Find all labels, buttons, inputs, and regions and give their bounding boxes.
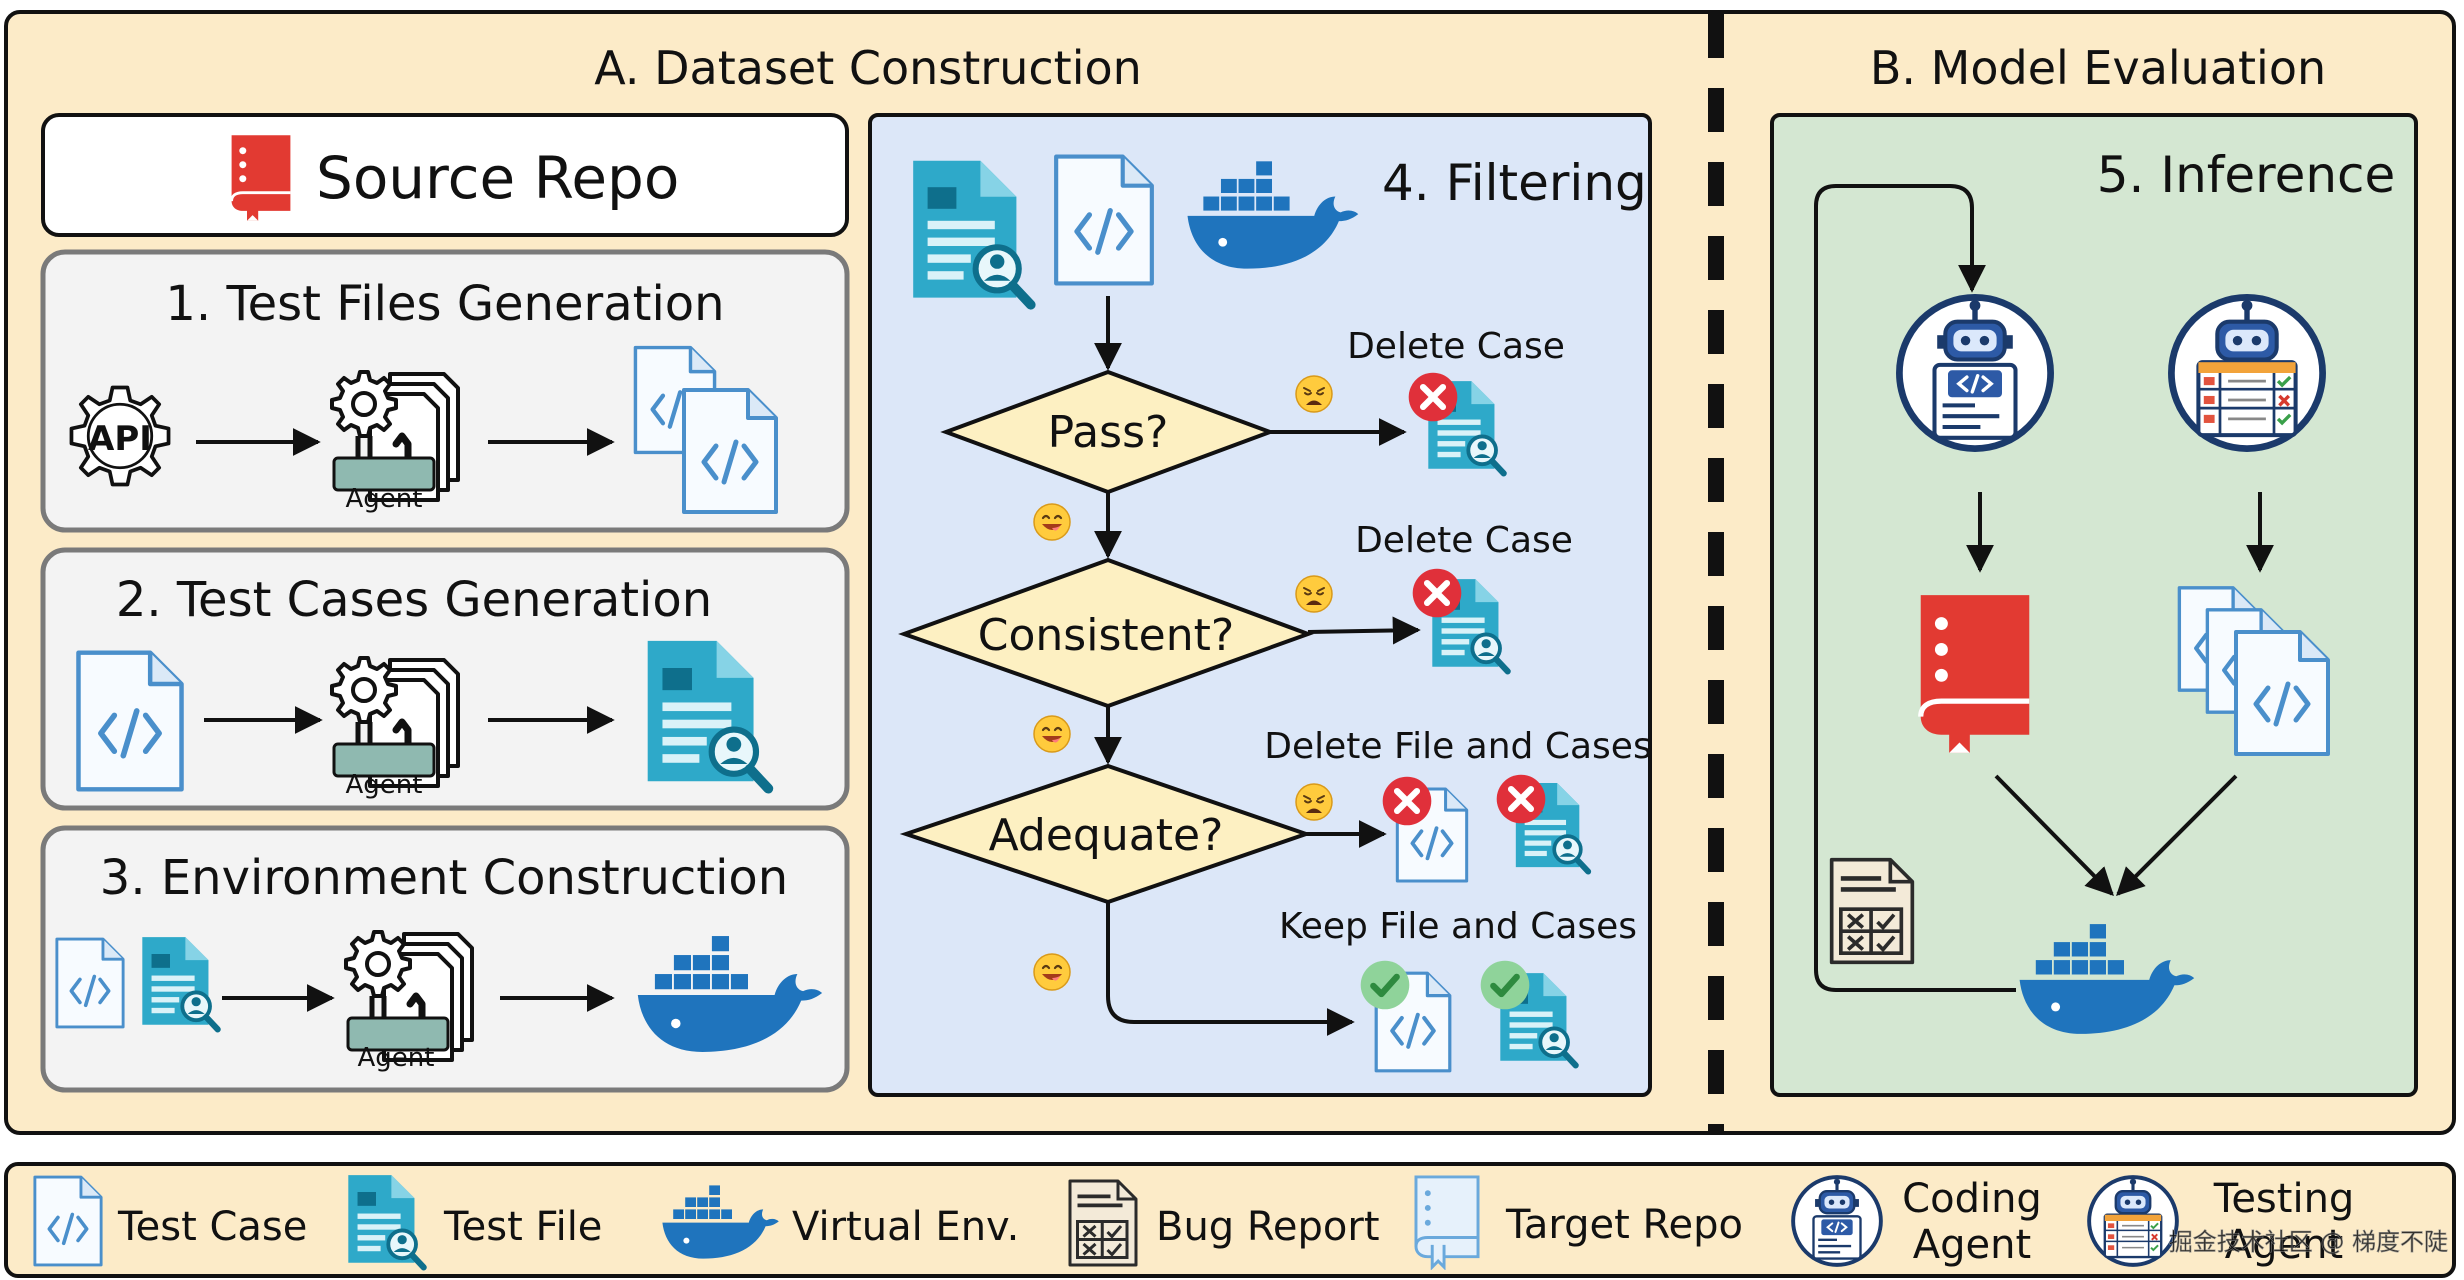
test-case-icon [55, 937, 125, 1029]
arrow-feedback-loop [1814, 184, 2016, 992]
delete-x-icon [1383, 777, 1432, 826]
legend-bug-report-label: Bug Report [1156, 1204, 1380, 1250]
happy-emoji-icon [1032, 952, 1072, 992]
legend-testing-agent-icon [2087, 1175, 2179, 1267]
legend-coding-agent-icon [1791, 1175, 1883, 1267]
test-case-icon [2236, 632, 2328, 754]
testing-agent-icon [2171, 297, 2322, 448]
agent-label: Agent [346, 770, 423, 800]
legend-test-case-icon [33, 1175, 103, 1267]
keep-label: Keep File and Cases [1279, 906, 1637, 947]
legend-coding-agent-label-1: Coding [1902, 1176, 2042, 1222]
watermark-text: 掘金技术社区 @ 梯度不陡 [2169, 1228, 2448, 1256]
target-repo-icon [1921, 595, 2030, 753]
agent-label: Agent [346, 484, 423, 514]
arrow-consistent-fail [1307, 616, 1421, 645]
keep-check-icon [1481, 961, 1530, 1010]
bug-report-icon [1829, 857, 1915, 965]
happy-emoji-icon [1032, 714, 1072, 754]
test-case-icon [1056, 157, 1152, 284]
keep-check-icon [1361, 961, 1410, 1010]
sad-emoji-icon [1295, 575, 1333, 613]
delete-x-icon [1413, 569, 1462, 618]
filtering-title: 4. Filtering [1382, 154, 1647, 212]
arrow-repo-to-env [1994, 774, 2114, 896]
decision-consistent-label: Consistent? [978, 610, 1234, 661]
legend-bug-report-icon [1068, 1179, 1138, 1267]
legend-test-case-label: Test Case [117, 1204, 307, 1250]
legend-coding-agent-label-2: Agent [1913, 1222, 2031, 1268]
arrow-adequate-success [1106, 902, 1355, 1036]
happy-emoji-icon [1032, 502, 1072, 542]
source-repo-label: Source Repo [316, 144, 679, 212]
decision-pass-label: Pass? [1048, 407, 1169, 458]
legend-testing-agent-label-1: Testing [2213, 1176, 2355, 1222]
decision-consistent [898, 557, 1314, 709]
adequate-fail-label: Delete File and Cases [1264, 726, 1651, 767]
arrow-cases-to-env [2116, 774, 2238, 896]
legend-target-repo-icon [1414, 1175, 1480, 1269]
api-label: API [88, 419, 152, 459]
decision-adequate-label: Adequate? [989, 810, 1224, 861]
model-evaluation-title: B. Model Evaluation [1870, 41, 2326, 95]
legend-target-repo-label: Target Repo [1505, 1202, 1743, 1248]
legend-virtual-env-label: Virtual Env. [792, 1204, 1019, 1250]
delete-x-icon [1497, 775, 1546, 824]
consistent-fail-label: Delete Case [1355, 520, 1573, 561]
dataset-construction-title: A. Dataset Construction [594, 41, 1142, 95]
sad-emoji-icon [1295, 783, 1333, 821]
agent-label: Agent [358, 1043, 435, 1073]
step-3-label: 3. Environment Construction [100, 850, 788, 906]
legend-test-file-label: Test File [443, 1204, 602, 1250]
sad-emoji-icon [1295, 375, 1333, 413]
coding-agent-icon [1899, 297, 2050, 448]
pass-fail-label: Delete Case [1347, 326, 1565, 367]
inference-title: 5. Inference [2097, 146, 2396, 204]
delete-x-icon [1409, 373, 1458, 422]
step-2-label: 2. Test Cases Generation [116, 572, 712, 628]
step-1-label: 1. Test Files Generation [165, 276, 724, 332]
test-case-icon [684, 390, 776, 512]
legend-testing-agent-label-2: Agent [2225, 1222, 2343, 1268]
source-repo-icon [230, 133, 292, 223]
test-case-icon [78, 653, 181, 790]
